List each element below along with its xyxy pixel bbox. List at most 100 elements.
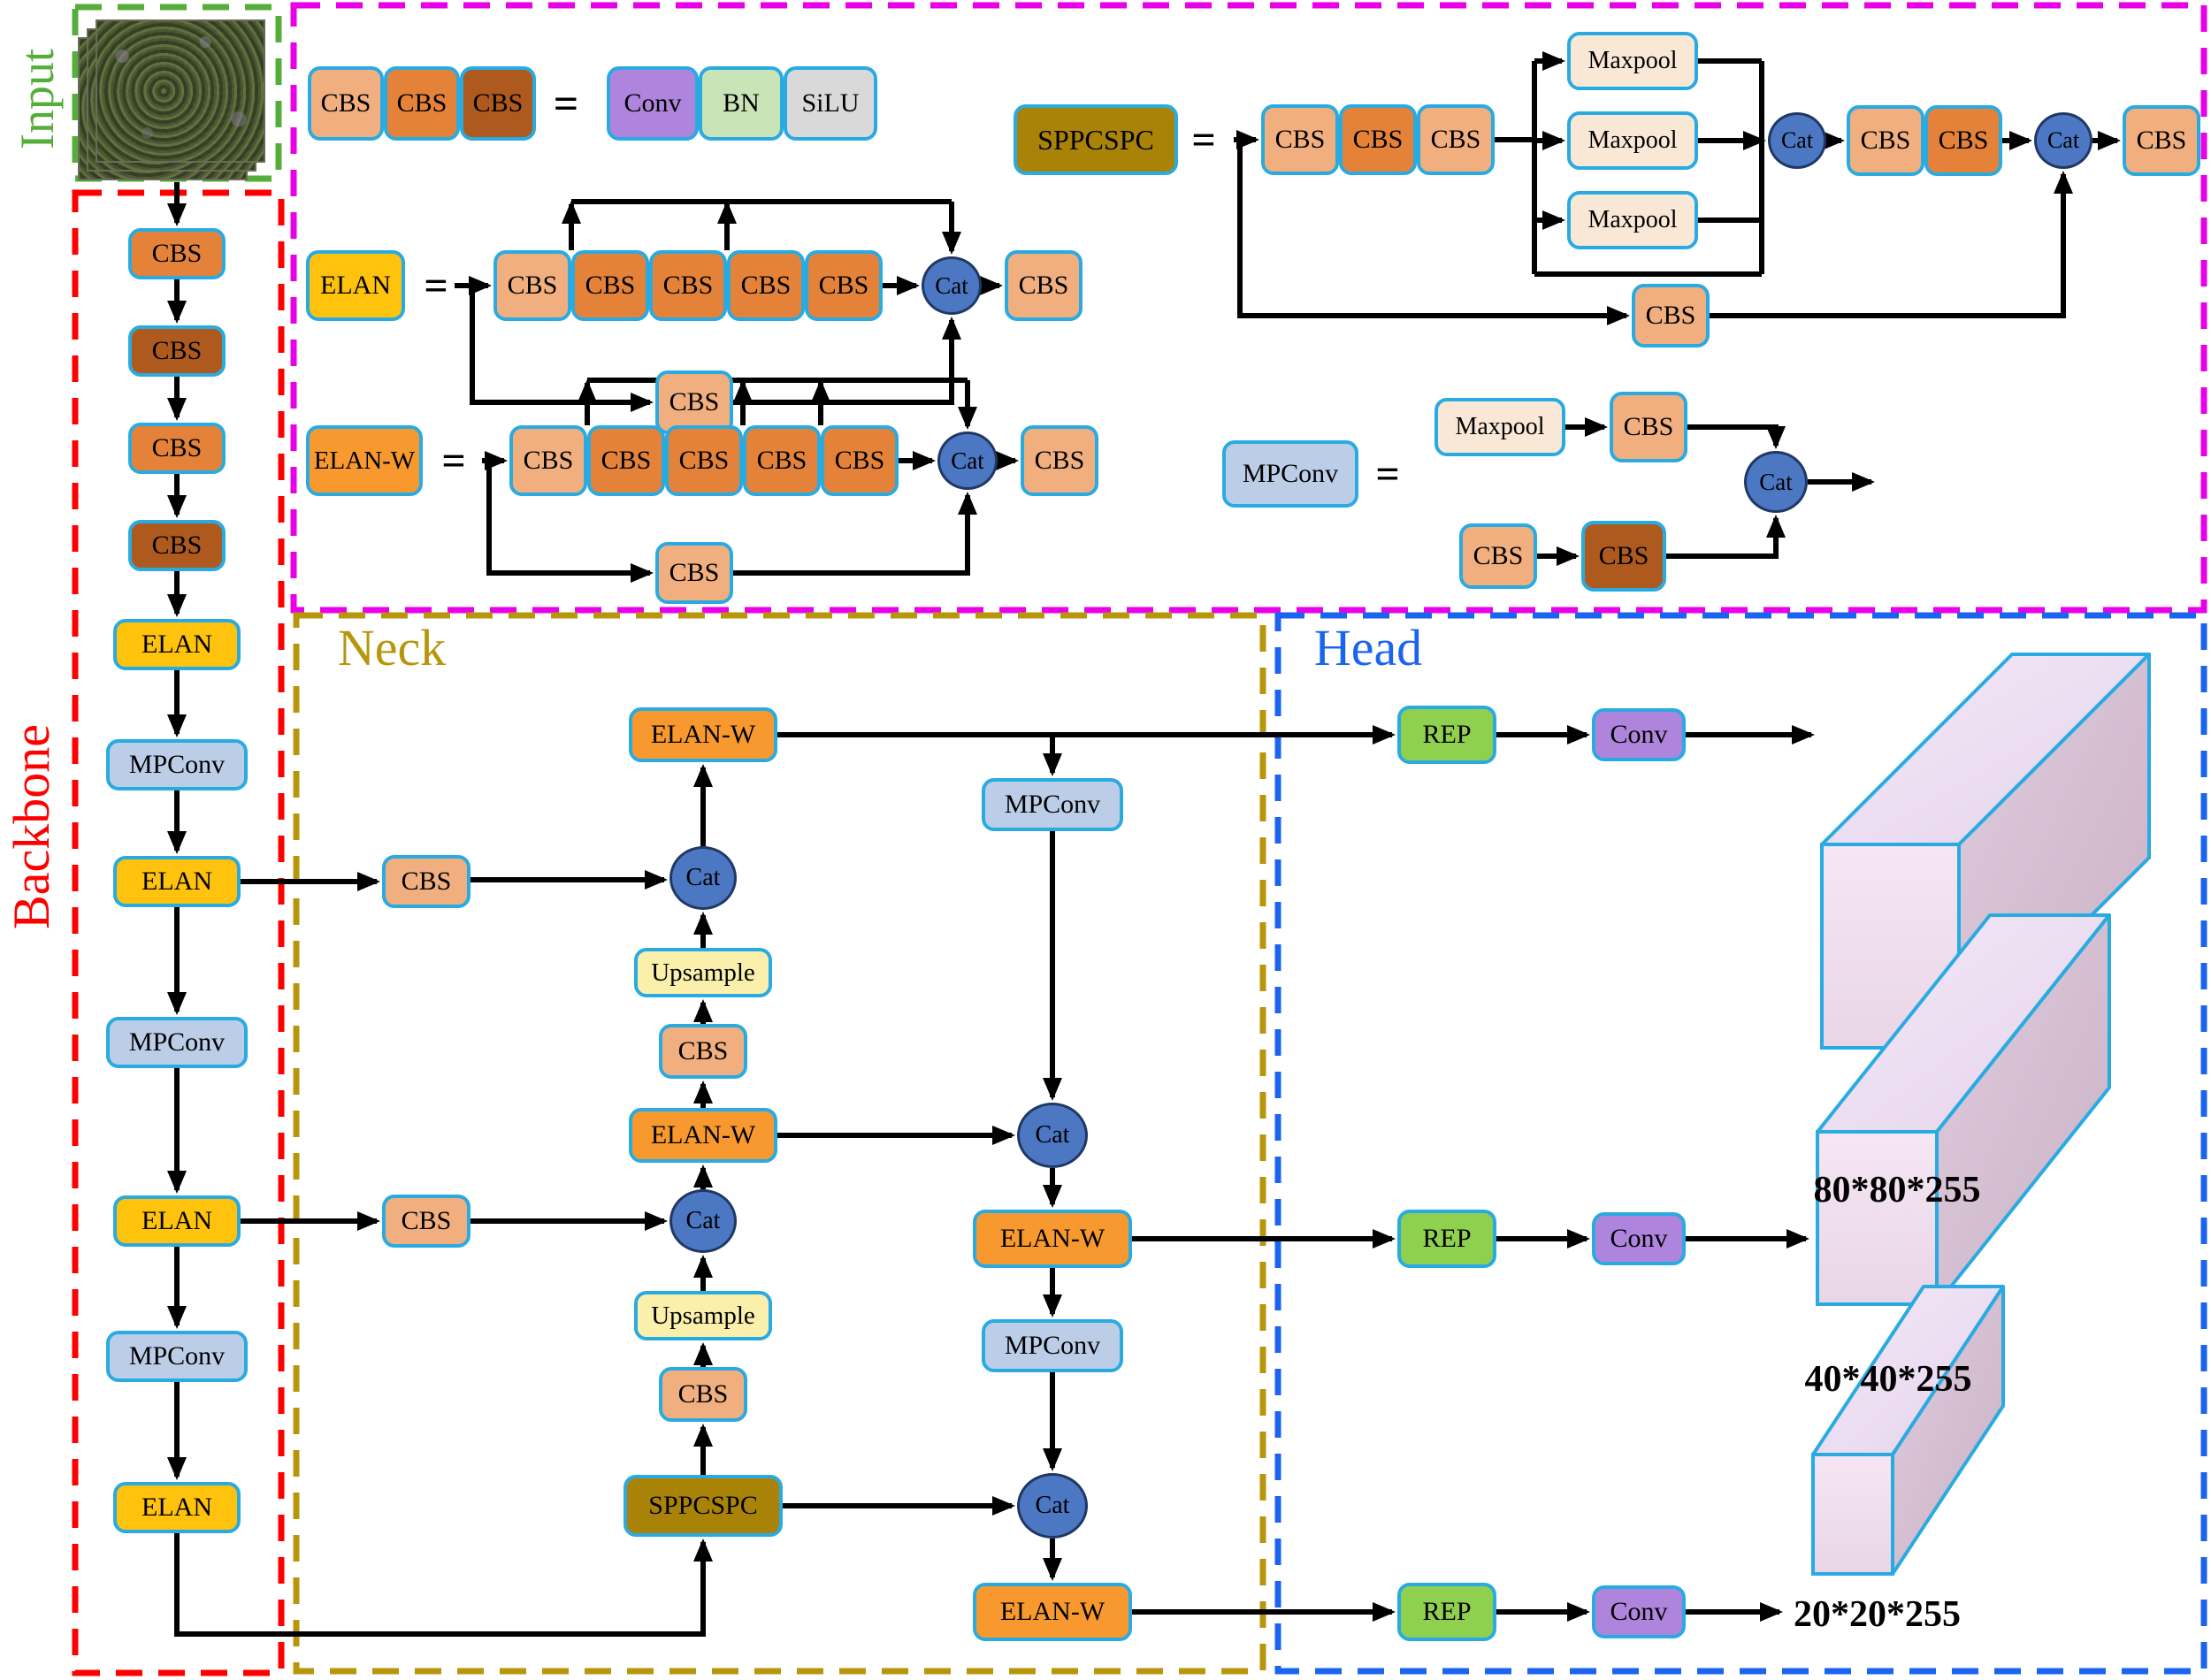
backbone-elan-3: ELAN — [113, 1195, 241, 1247]
edge-78 — [1687, 424, 1786, 449]
head-section-label: Head — [1313, 619, 1423, 676]
head-frame — [1274, 612, 2207, 1675]
legend-elan-cat: Cat — [922, 256, 982, 315]
head-tensor-20 — [1811, 1285, 2005, 1576]
neck-upsample-mid: Upsample — [634, 1291, 772, 1340]
edge-52 — [733, 492, 977, 576]
edge-62 — [1237, 140, 1630, 325]
backbone-mpconv-1: MPConv — [106, 739, 248, 790]
legend-sppcspc-cbs-5: CBS — [1924, 105, 2002, 176]
head-rep-2: REP — [1397, 1210, 1496, 1268]
neck-section-label: Neck — [337, 619, 447, 676]
head-rep-3: REP — [1397, 1583, 1496, 1641]
legend-sppcspc-cbs-3: CBS — [1417, 104, 1495, 175]
edge-51 — [486, 461, 654, 583]
legend-sppcspc-cat-1: Cat — [1768, 112, 1826, 169]
head-tensor-40 — [1816, 913, 2111, 1306]
neck-cat-top: Cat — [669, 846, 737, 910]
legend-frame — [290, 2, 2207, 614]
output-label-40: 40*40*255 — [1804, 1359, 1972, 1400]
legend-elan-eq: = — [424, 263, 448, 309]
legend-mpconv-cat: Cat — [1744, 451, 1808, 513]
head-conv-1: Conv — [1592, 708, 1686, 761]
legend-elan-key: ELAN — [306, 250, 405, 321]
backbone-elan-4: ELAN — [113, 1482, 241, 1533]
legend-elan-cbs-3: CBS — [649, 250, 727, 321]
legend-bn: BN — [699, 66, 784, 141]
legend-sppcspc-cbs-bypass: CBS — [1632, 284, 1710, 347]
output-label-20: 20*20*255 — [1794, 1594, 1961, 1635]
edge-80 — [1666, 515, 1786, 559]
legend-sppcspc-eq: = — [1191, 117, 1216, 164]
backbone-mpconv-2: MPConv — [106, 1017, 248, 1068]
legend-silu: SiLU — [784, 66, 877, 141]
backbone-mpconv-3: MPConv — [106, 1331, 248, 1382]
neck-cbs-top: CBS — [659, 1024, 747, 1079]
legend-mpconv-cbs-b1: CBS — [1459, 523, 1537, 589]
legend-conv: Conv — [607, 66, 699, 141]
neck-upsample-top: Upsample — [634, 948, 772, 997]
input-image — [96, 19, 265, 163]
legend-sppcspc-cbs-4: CBS — [1847, 105, 1924, 176]
legend-elanw-cbs-2: CBS — [587, 425, 665, 496]
legend-elan-cbs-2: CBS — [571, 250, 649, 321]
neck-elanw-r1: ELAN-W — [973, 1210, 1132, 1268]
legend-sppcspc-cbs-1: CBS — [1261, 104, 1339, 175]
neck-cat-r1: Cat — [1017, 1103, 1088, 1168]
legend-elanw-cbs-bypass: CBS — [655, 542, 733, 604]
edge-11 — [174, 1533, 713, 1637]
head-rep-1: REP — [1397, 706, 1496, 764]
legend-maxpool-2: Maxpool — [1567, 111, 1698, 170]
legend-elan-cbs-5: CBS — [805, 250, 883, 321]
legend-cbs-def-3: CBS — [460, 66, 536, 141]
neck-mpconv-r1: MPConv — [982, 778, 1123, 831]
legend-elanw-cbs-4: CBS — [743, 425, 821, 496]
legend-mpconv-eq: = — [1375, 451, 1400, 498]
neck-cat-r2: Cat — [1017, 1473, 1088, 1539]
head-conv-3: Conv — [1592, 1585, 1686, 1638]
legend-elanw-cbs-out: CBS — [1021, 425, 1098, 496]
legend-sppcspc-key: SPPCSPC — [1014, 104, 1178, 175]
legend-elanw-cbs-3: CBS — [665, 425, 743, 496]
neck-frame — [293, 612, 1266, 1675]
neck-cbs-left-mid: CBS — [382, 1195, 471, 1248]
backbone-cbs-1: CBS — [128, 228, 226, 279]
legend-cbs-def-2: CBS — [384, 66, 460, 141]
output-label-80: 80*80*255 — [1813, 1170, 1981, 1210]
legend-mpconv-cbs-b2: CBS — [1581, 521, 1666, 592]
head-conv-2: Conv — [1592, 1212, 1686, 1265]
backbone-section-label: Backbone — [3, 724, 60, 929]
legend-maxpool-3: Maxpool — [1567, 191, 1698, 249]
legend-elanw-cbs-1: CBS — [509, 425, 587, 496]
neck-mpconv-r2: MPConv — [982, 1319, 1123, 1372]
neck-elanw-top: ELAN-W — [629, 707, 777, 762]
backbone-cbs-4: CBS — [128, 520, 226, 571]
neck-cat-mid: Cat — [669, 1189, 737, 1253]
legend-elanw-cat: Cat — [937, 431, 998, 490]
neck-cbs-left-top: CBS — [382, 855, 471, 908]
legend-cbs-def-eq: = — [553, 79, 579, 128]
legend-mpconv-maxpool: Maxpool — [1434, 398, 1565, 456]
legend-elanw-cbs-5: CBS — [821, 425, 899, 496]
legend-elanw-eq: = — [441, 438, 466, 485]
legend-elan-cbs-4: CBS — [727, 250, 805, 321]
legend-sppcspc-cbs-6: CBS — [2123, 105, 2200, 176]
legend-elan-cbs-bypass: CBS — [655, 370, 733, 434]
backbone-cbs-2: CBS — [128, 325, 226, 377]
neck-elanw-mid: ELAN-W — [629, 1108, 777, 1163]
backbone-elan-1: ELAN — [113, 619, 241, 670]
legend-mpconv-key: MPConv — [1222, 440, 1358, 508]
legend-sppcspc-cbs-2: CBS — [1339, 104, 1417, 175]
backbone-cbs-3: CBS — [128, 423, 226, 474]
edge-42 — [470, 286, 654, 412]
edge-63 — [1710, 171, 2073, 318]
legend-cbs-def-1: CBS — [308, 66, 384, 141]
legend-elan-cbs-1: CBS — [493, 250, 571, 321]
neck-sppcspc: SPPCSPC — [624, 1475, 783, 1537]
backbone-elan-2: ELAN — [113, 856, 241, 907]
edge-43 — [733, 317, 961, 405]
legend-maxpool-1: Maxpool — [1567, 32, 1698, 90]
neck-elanw-r2: ELAN-W — [973, 1583, 1132, 1641]
